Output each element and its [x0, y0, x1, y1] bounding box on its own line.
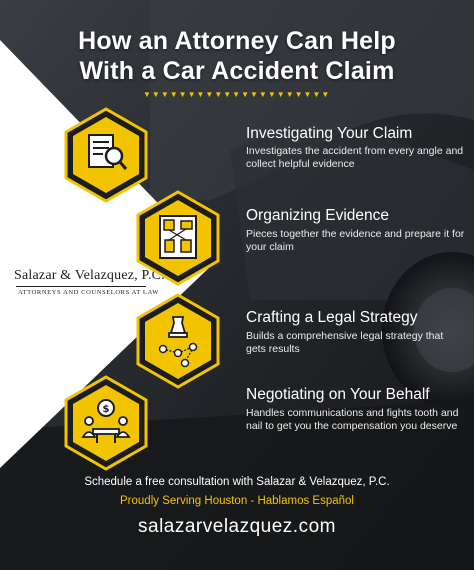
logo-divider — [16, 286, 146, 287]
evidence-board-icon — [136, 190, 220, 286]
logo-name: Salazar & Velazquez, P.C. — [14, 268, 165, 283]
chess-strategy-icon — [136, 293, 220, 389]
step-1-title: Investigating Your Claim — [246, 125, 413, 142]
title-line-1: How an Attorney Can Help — [78, 27, 396, 55]
title-line-2: With a Car Accident Claim — [79, 57, 395, 85]
step-3-description: Builds a comprehensive legal strategy th… — [246, 330, 444, 355]
serving-area: Proudly Serving Houston - Hablamos Españ… — [120, 495, 354, 507]
step-4-title: Negotiating on Your Behalf — [246, 386, 430, 403]
page-title: How an Attorney Can Help With a Car Acci… — [0, 26, 474, 86]
firm-logo: Salazar & Velazquez, P.C. Attorneys and … — [14, 268, 165, 296]
svg-text:$: $ — [103, 404, 110, 415]
consultation-cta: Schedule a free consultation with Salaza… — [84, 476, 390, 488]
step-3-title: Crafting a Legal Strategy — [246, 309, 418, 326]
step-4-description: Handles communications and fights tooth … — [246, 407, 459, 432]
document-magnifier-icon — [64, 107, 148, 203]
website-link[interactable]: salazarvelazquez.com — [138, 516, 336, 537]
negotiation-table-icon: $ — [64, 375, 148, 471]
step-1-description: Investigates the accident from every ang… — [246, 145, 464, 170]
divider-arrows: ▼▼▼▼▼▼▼▼▼▼▼▼▼▼▼▼▼▼▼▼▼▼▼▼▼▼▼▼▼▼▼▼▼▼▼ — [143, 90, 331, 99]
logo-tagline: Attorneys and Counselors at Law — [18, 289, 159, 296]
step-2-title: Organizing Evidence — [246, 207, 390, 224]
step-2-description: Pieces together the evidence and prepare… — [246, 228, 465, 253]
